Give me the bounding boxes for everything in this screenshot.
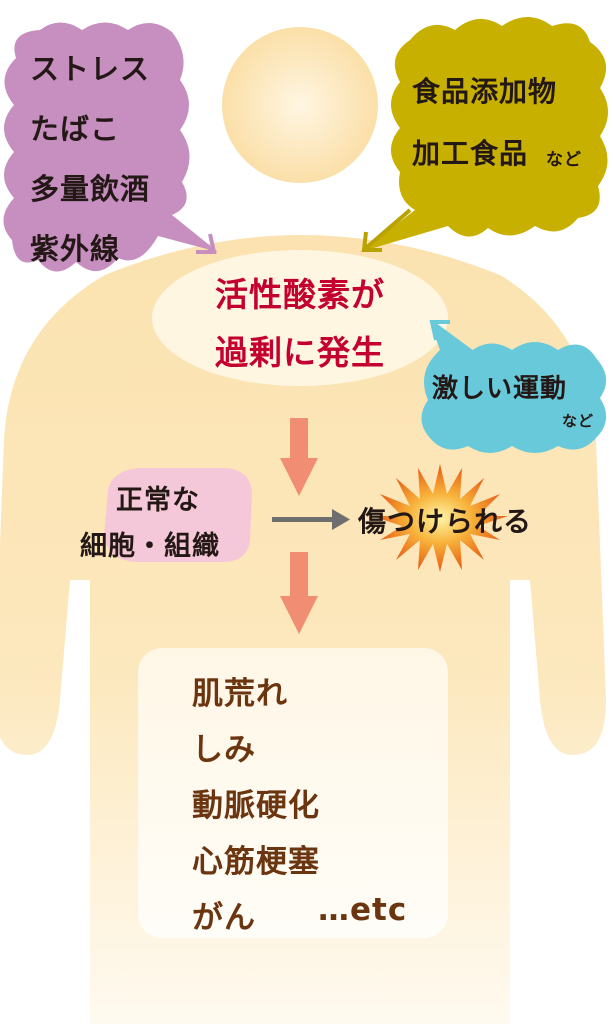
damage-label: 傷つけられる [358,505,533,538]
olive-cause-bubble [360,17,608,252]
cell-shape [104,468,252,562]
center-ellipse [152,250,448,386]
center-line1: 活性酸素が [215,275,385,314]
cause-tobacco: たばこ [30,112,121,146]
cells-line2: 細胞・組織 [80,531,220,562]
cyan-pointer-arrow [429,320,474,354]
cause-processed-food: 加工食品 [412,137,529,170]
olive-pointer-arrow [361,208,412,252]
cells-line1: 正常な [116,485,200,516]
center-line2: 過剰に発生 [215,333,385,372]
cyan-exercise-bubble [421,322,607,453]
result-myocardial-infarction: 心筋梗塞 [192,844,320,880]
purple-pointer-arrow [166,216,217,254]
cause-uv: 紫外線 [30,232,121,266]
down-arrow-icon [280,418,318,496]
results-box [138,648,448,938]
result-rough-skin: 肌荒れ [192,676,288,712]
head-shape [222,27,378,183]
down-arrow-icon-2 [280,552,318,634]
cause-drinking: 多量飲酒 [30,172,151,206]
right-arrow-icon [272,509,350,530]
exercise-suffix: など [562,412,595,430]
result-arteriosclerosis: 動脈硬化 [192,788,320,824]
cause-food-additives: 食品添加物 [412,75,558,108]
exercise-label: 激しい運動 [432,374,568,404]
result-cancer: がん [192,900,256,936]
result-spots: しみ [192,732,256,768]
cause-stress: ストレス [30,52,151,86]
burst-star-icon [372,464,508,572]
result-etc: …etc [318,892,408,928]
cause-right-suffix: など [546,150,582,170]
purple-cause-bubble [3,22,219,272]
